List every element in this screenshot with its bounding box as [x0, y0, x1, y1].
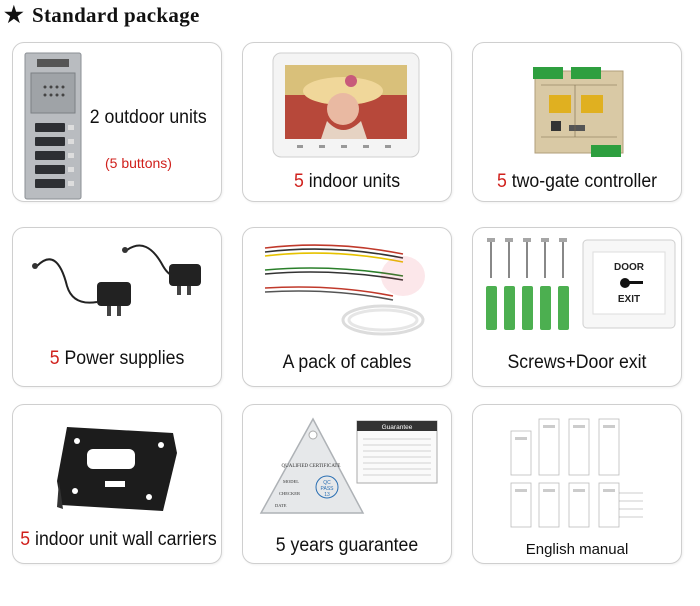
caption-outdoor-units: 2 outdoor units	[89, 107, 207, 128]
caption-two-gate-controller: 5 two-gate controller	[496, 171, 658, 192]
door-exit-button-icon: DOOR EXIT	[582, 239, 676, 329]
wall-bracket-icon	[57, 427, 177, 511]
caption-power-supplies: 5 Power supplies	[49, 348, 185, 369]
manual-icon	[510, 418, 643, 528]
item-guarantee: QUALIFIED CERTIFICATE MODEL CHECKER DATE…	[242, 404, 452, 564]
cert-title: QUALIFIED CERTIFICATE	[281, 464, 340, 469]
caption-cables: A pack of cables	[282, 352, 412, 373]
item-manual: English manual	[472, 404, 682, 564]
caption-five-buttons: (5 buttons)	[105, 155, 172, 171]
monitor-icon	[272, 52, 420, 158]
item-cables: A pack of cables	[242, 227, 452, 387]
item-outdoor-units: 2 outdoor units (5 buttons)	[12, 42, 222, 202]
item-indoor-units: 5 indoor units	[242, 42, 452, 202]
seal-qc: QC	[323, 480, 331, 486]
guarantee-card-title: Guarantee	[382, 424, 413, 431]
exit-label: EXIT	[618, 294, 640, 305]
item-wall-carriers: 5 indoor unit wall carriers	[12, 404, 222, 564]
caption-manual: English manual	[525, 541, 629, 558]
cert-date: DATE	[275, 503, 287, 508]
item-power-supplies: 5 Power supplies	[12, 227, 222, 387]
caption-guarantee: 5 years guarantee	[275, 535, 419, 556]
door-label: DOOR	[614, 262, 645, 273]
item-screws-door-exit: DOOR EXIT Screws+Door exit	[472, 227, 682, 387]
certificate-icon: QUALIFIED CERTIFICATE MODEL CHECKER DATE…	[259, 417, 438, 514]
caption-screws-door-exit: Screws+Door exit	[507, 352, 647, 373]
screws-icon	[486, 238, 569, 330]
seal-number: 13	[324, 492, 330, 498]
cables-icon	[264, 244, 425, 336]
caption-indoor-units: 5 indoor units	[293, 171, 401, 192]
title-text: Standard package	[32, 3, 200, 27]
circuit-board-icon	[533, 67, 624, 157]
star-icon: ★	[4, 2, 25, 27]
cert-checker: CHECKER	[279, 491, 300, 496]
page-title: ★ Standard package	[4, 2, 200, 28]
outdoor-panel-icon	[24, 52, 82, 200]
item-two-gate-controller: 5 two-gate controller	[472, 42, 682, 202]
cert-model: MODEL	[283, 479, 299, 484]
caption-wall-carriers: 5 indoor unit wall carriers	[20, 529, 217, 550]
power-adapter-icon	[32, 244, 201, 316]
seal-pass: PASS	[321, 486, 335, 492]
